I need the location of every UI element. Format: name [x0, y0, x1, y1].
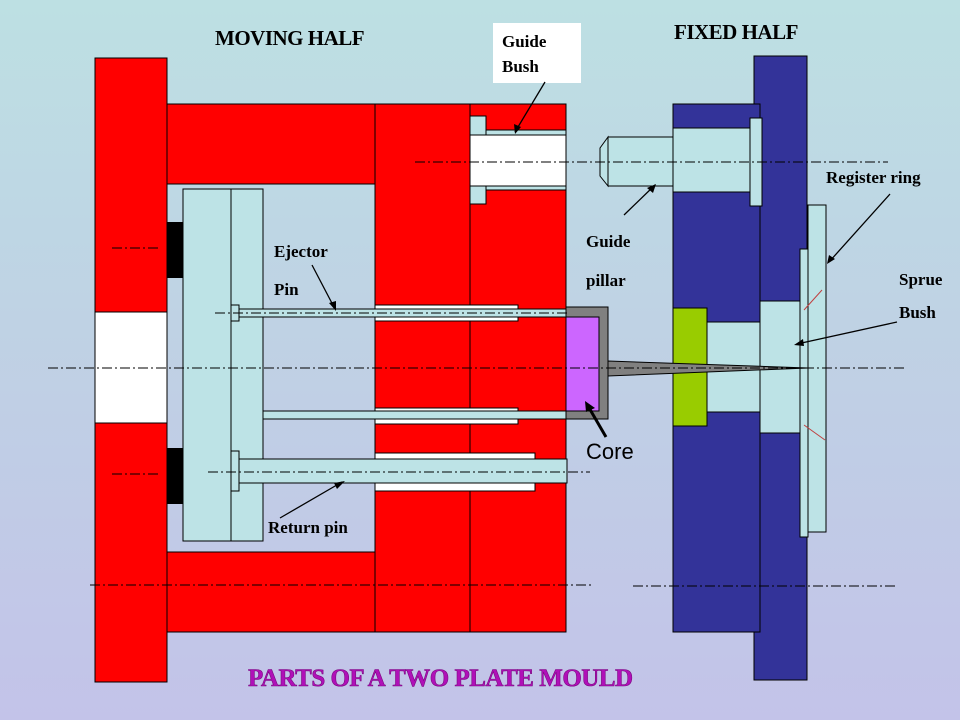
guide-bush-label-2: Bush	[502, 57, 539, 76]
guide-pillar-label-1: Guide	[586, 232, 631, 251]
guide-bush-label-1: Guide	[502, 32, 547, 51]
center-lines	[48, 161, 905, 587]
ejector-retainer-plate	[182, 188, 232, 542]
sprue-bush-label-1: Sprue	[899, 270, 943, 289]
fixed-half-heading: FIXED HALF	[674, 20, 798, 44]
hatch-line	[803, 289, 823, 311]
guide-bush-arrow	[514, 81, 546, 133]
guide-pillar-seat	[672, 127, 751, 193]
return-pin	[238, 458, 568, 484]
guide-bush-label-box	[493, 23, 581, 83]
return-pin-label: Return pin	[268, 518, 348, 537]
core-label: Core	[586, 439, 634, 464]
spacer-block-bottom	[166, 551, 376, 633]
sprue-bush-label-2: Bush	[899, 303, 936, 322]
arrowhead-icon	[329, 301, 336, 311]
arrowhead-icon	[585, 401, 595, 412]
ejector-pin-label-2: Pin	[274, 280, 299, 299]
ejector-pin-label-1: Ejector	[274, 242, 328, 261]
return-pin-head	[230, 450, 240, 492]
arrowhead-icon	[647, 184, 656, 193]
arrowhead-icon	[827, 255, 835, 264]
hatch-line	[803, 424, 826, 441]
slide-title: PARTS OF A TWO PLATE MOULD	[248, 665, 633, 692]
register-ring-label: Register ring	[826, 168, 921, 187]
return-pin-arrow	[279, 481, 343, 519]
moving-half-assembly	[94, 57, 609, 683]
register-ring-inner	[799, 248, 809, 538]
spacer-block-top	[166, 103, 376, 185]
sprue-bush-arrow	[796, 321, 898, 345]
arrowhead-icon	[334, 481, 345, 489]
register-ring-arrow	[828, 193, 891, 263]
ejector-pin-arrow	[311, 264, 336, 310]
stop-pad-bottom	[167, 448, 183, 504]
core-arrow	[586, 405, 608, 438]
guide-pillar-label-2: pillar	[586, 271, 626, 290]
ejector-pin-bottom	[262, 410, 567, 420]
stop-pad-top	[167, 222, 183, 278]
arrowhead-icon	[514, 124, 521, 134]
guide-bush-bore	[469, 134, 567, 187]
core	[565, 316, 600, 412]
moving-half-heading: MOVING HALF	[215, 26, 364, 50]
arrowhead-icon	[794, 339, 804, 346]
